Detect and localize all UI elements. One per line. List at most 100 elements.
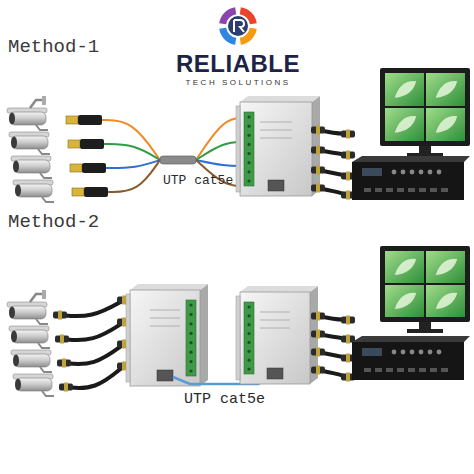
screen-quadrant <box>426 285 465 317</box>
screen-quadrant <box>426 108 465 141</box>
bnc-ring <box>64 383 68 392</box>
terminal-screw <box>189 322 192 325</box>
video-balun-hub <box>126 284 208 386</box>
logo-mark <box>234 20 244 32</box>
bnc-cable <box>311 184 355 200</box>
terminal-screw <box>247 305 250 308</box>
camera-mount <box>30 100 44 108</box>
bnc-ring <box>122 362 126 371</box>
bnc-cable <box>311 146 355 160</box>
bnc-plug <box>341 317 355 324</box>
hub-print <box>260 320 290 321</box>
terminal-screw <box>189 369 192 372</box>
bnc-cable <box>311 366 355 382</box>
camera-body <box>12 330 48 343</box>
camera-bracket <box>40 173 52 178</box>
passive-balun <box>68 139 104 149</box>
camera-lens <box>15 185 21 197</box>
dvr-key <box>408 188 415 192</box>
dvr-front <box>352 162 464 200</box>
bnc-plug <box>311 167 325 174</box>
camera-lens <box>13 161 19 173</box>
dvr-button <box>410 170 415 175</box>
dvr-key <box>375 368 382 372</box>
terminal-screw <box>189 351 192 354</box>
monitor-stand <box>419 322 431 330</box>
terminal-block <box>244 302 254 374</box>
terminal-screw <box>247 152 250 155</box>
monitor-foot <box>407 329 443 333</box>
bnc-plug <box>311 313 325 320</box>
camera <box>11 156 52 178</box>
hub-side <box>200 284 208 386</box>
dvr-recorder <box>352 156 470 200</box>
bnc-plug <box>311 147 325 154</box>
dvr-key <box>375 188 382 192</box>
camera <box>9 132 50 154</box>
camera-body <box>16 184 52 197</box>
camera-bracket <box>40 367 52 372</box>
dvr-key <box>441 188 448 192</box>
twisted-pair <box>106 160 160 168</box>
terminal-screw <box>247 332 250 335</box>
bnc-ring <box>60 335 64 344</box>
terminal-screw <box>247 314 250 317</box>
dvr-key <box>364 368 371 372</box>
cable-label: UTP cat5e <box>163 174 233 187</box>
camera <box>13 374 54 396</box>
bnc-ring <box>346 373 350 382</box>
bnc-ring <box>316 166 320 175</box>
balun-body <box>82 163 106 173</box>
hub-print <box>260 130 292 131</box>
rj45-port <box>268 180 284 191</box>
hub-flange <box>236 106 240 192</box>
bnc-ring <box>316 330 320 339</box>
camera-mount <box>30 294 44 302</box>
dvr-key <box>419 368 426 372</box>
hub-top <box>240 286 318 292</box>
bnc-cable <box>311 166 355 181</box>
coax-wire <box>62 322 124 340</box>
terminal-screw <box>247 134 250 137</box>
balun-body <box>84 187 108 197</box>
camera <box>7 96 48 130</box>
dvr-button <box>410 350 415 355</box>
bnc-ring <box>316 312 320 321</box>
dvr-button <box>392 170 397 175</box>
dvr-key <box>419 188 426 192</box>
dvr-key <box>386 368 393 372</box>
rj45-port <box>267 368 283 379</box>
screen-quadrant <box>385 108 424 141</box>
screen-quadrant <box>385 251 424 283</box>
hub-top <box>240 96 320 102</box>
camera <box>9 326 50 348</box>
terminal-screw <box>247 170 250 173</box>
bnc-plug <box>311 367 325 374</box>
bnc-plug <box>311 185 325 192</box>
passive-balun <box>72 187 108 197</box>
monitor-frame <box>380 246 470 322</box>
terminal-screw <box>189 341 192 344</box>
coax-wire <box>66 366 124 388</box>
dvr-front <box>352 342 464 380</box>
camera-lens <box>9 307 15 319</box>
balun-bnc <box>66 116 78 124</box>
hub-body <box>240 292 310 384</box>
logo-text: TECH SOLUTIONS <box>185 79 290 87</box>
dvr-button <box>419 350 424 355</box>
balun-body <box>78 115 102 125</box>
hub-print <box>260 122 292 123</box>
hub-side <box>312 96 320 196</box>
passive-balun <box>70 163 106 173</box>
bnc-cable <box>59 362 131 392</box>
bnc-ring <box>316 184 320 193</box>
camera-bracket <box>42 391 54 396</box>
bnc-ring <box>316 348 320 357</box>
bnc-cable <box>53 296 131 320</box>
bnc-ring <box>316 146 320 155</box>
bnc-ring <box>58 311 62 320</box>
terminal-block <box>244 112 254 186</box>
hub-flange <box>126 294 130 382</box>
terminal-screw <box>247 161 250 164</box>
bnc-plug <box>57 360 71 367</box>
